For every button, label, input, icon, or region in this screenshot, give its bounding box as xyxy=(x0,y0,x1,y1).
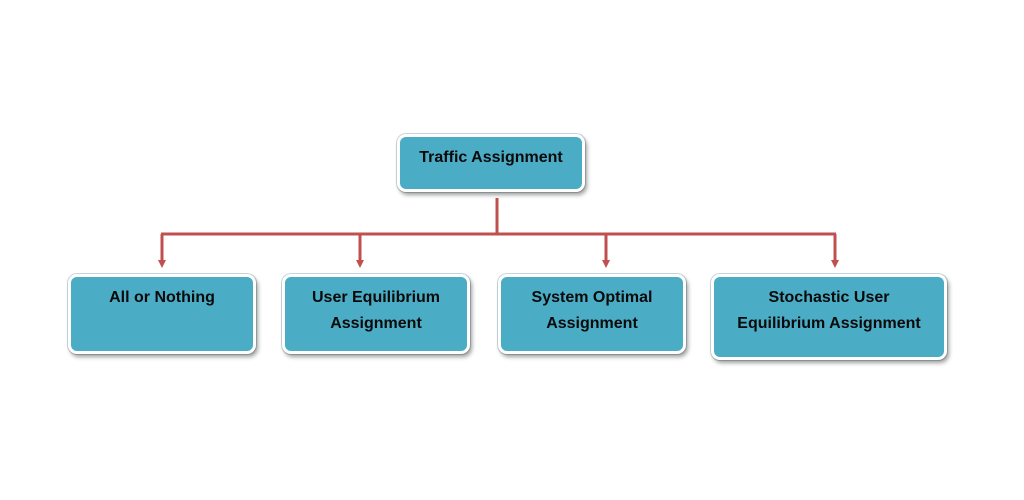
child-node-stochastic-user-equilibrium: Stochastic User Equilibrium Assignment xyxy=(711,274,947,360)
child-node-user-equilibrium: User Equilibrium Assignment xyxy=(282,274,470,354)
child-node-label-line2: Assignment xyxy=(546,315,638,332)
child-node-label-line1: All or Nothing xyxy=(109,289,215,306)
child-node-label-line1: Stochastic User xyxy=(768,289,890,306)
child-node-system-optimal: System Optimal Assignment xyxy=(498,274,686,354)
child-node-label-line2: Equilibrium Assignment xyxy=(737,315,921,332)
child-node-label-line2: Assignment xyxy=(330,315,422,332)
child-node-label-line1: System Optimal xyxy=(531,289,653,306)
root-node-label: Traffic Assignment xyxy=(419,149,563,166)
root-node-traffic-assignment: Traffic Assignment xyxy=(397,134,585,192)
child-node-label-line1: User Equilibrium xyxy=(311,289,441,306)
child-node-all-or-nothing: All or Nothing xyxy=(68,274,256,354)
